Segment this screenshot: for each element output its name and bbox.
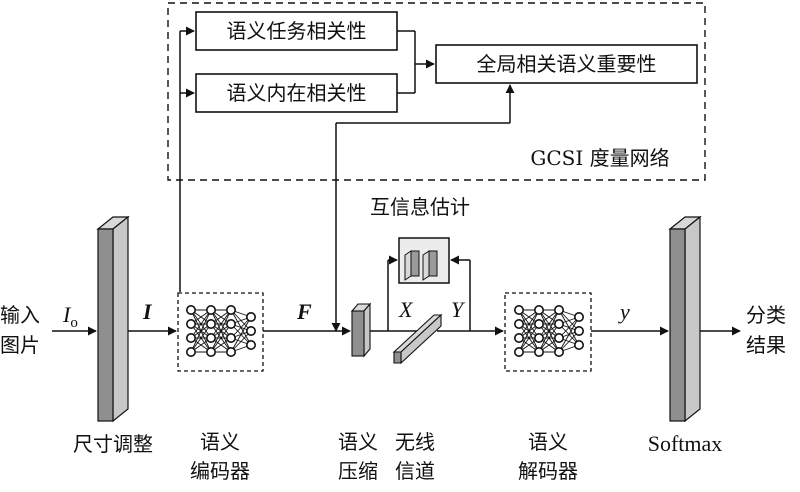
wireless-channel-block <box>392 313 443 365</box>
importance-to-compression-arrows <box>331 84 515 332</box>
channel-label-line1: 无线 <box>395 430 435 454</box>
resize-block <box>96 215 130 423</box>
merge-connector <box>397 30 435 94</box>
encoder-to-gcsi-arrows <box>179 26 195 292</box>
signal-x: X <box>398 297 414 322</box>
decoder-label-line2: 解码器 <box>518 459 578 483</box>
task-relevance-label: 语义任务相关性 <box>227 19 367 43</box>
compression-label-line2: 压缩 <box>338 459 378 483</box>
softmax-label: Softmax <box>648 431 723 456</box>
intrinsic-relevance-box <box>195 73 398 113</box>
signal-i: I <box>142 299 153 324</box>
output-label-line2: 结果 <box>746 333 786 357</box>
encoder-label-line2: 编码器 <box>190 459 250 483</box>
signal-io-main: I <box>62 302 72 327</box>
gcsi-network-label: GCSI 度量网络 <box>530 146 669 170</box>
channel-label-line2: 信道 <box>395 459 435 483</box>
global-importance-label: 全局相关语义重要性 <box>477 52 657 76</box>
task-relevance-box <box>195 11 398 51</box>
signal-y-small: y <box>618 299 630 324</box>
decoder-label-line1: 语义 <box>528 430 568 454</box>
intrinsic-relevance-label: 语义内在相关性 <box>227 81 367 105</box>
resize-label: 尺寸调整 <box>73 432 153 456</box>
input-label-line2: 图片 <box>0 333 40 357</box>
global-importance-box <box>435 44 698 84</box>
signal-io: Io <box>62 302 78 331</box>
signal-y-cap: Y <box>451 297 466 322</box>
mi-estimation-label: 互信息估计 <box>370 195 470 219</box>
compression-label-line1: 语义 <box>338 430 378 454</box>
mi-estimator-block <box>398 237 450 284</box>
softmax-block <box>668 215 702 423</box>
encoder-label-line1: 语义 <box>200 430 240 454</box>
input-label-line1: 输入 <box>0 303 40 327</box>
signal-io-subscript: o <box>70 315 78 331</box>
mi-estimation-arrows <box>387 255 471 331</box>
signal-f: F <box>296 299 312 324</box>
semantic-compression-block <box>350 302 372 358</box>
gcsi-network-boundary <box>167 2 706 181</box>
output-label-line1: 分类 <box>746 303 786 327</box>
